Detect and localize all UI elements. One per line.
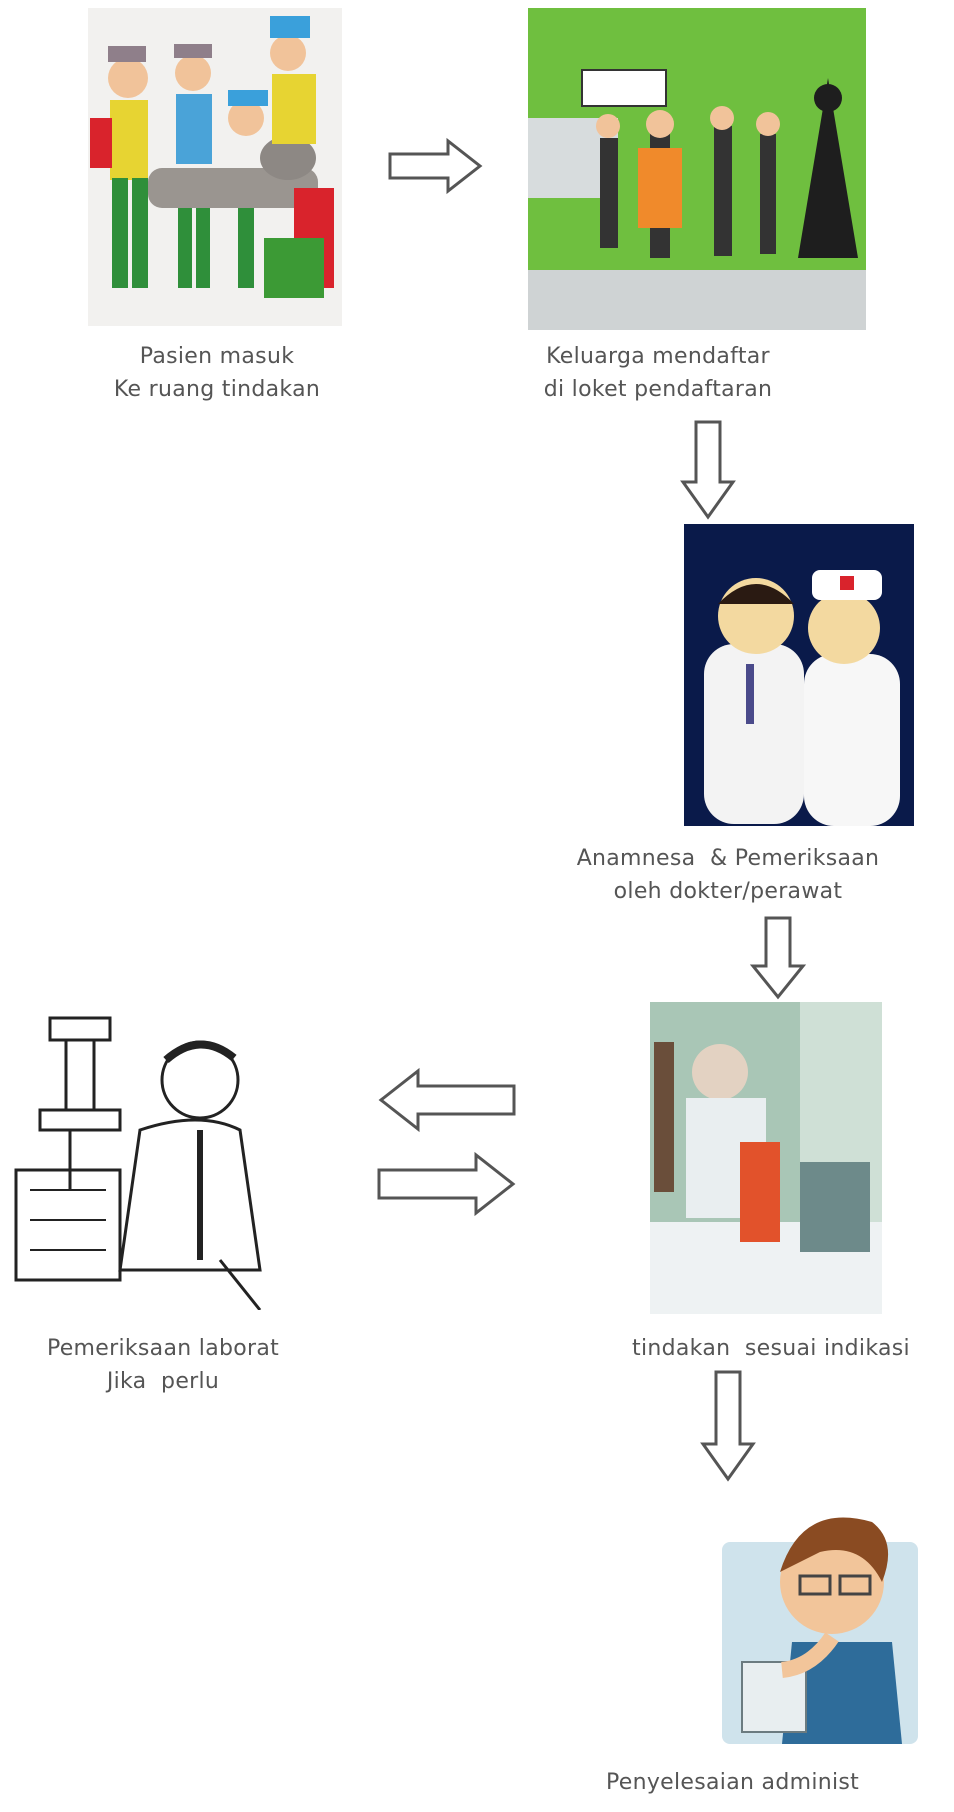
lab-microscope-sketch-image [10, 1010, 270, 1310]
step-caption-register: Keluarga mendaftar di loket pendaftaran [468, 340, 848, 406]
caption-line-1: Pemeriksaan laborat [46, 1336, 280, 1361]
arrow-right-lab-to-action [377, 1151, 516, 1217]
caption-line-1: Pasien masuk [139, 344, 295, 369]
arrow-down-register-to-exam [680, 420, 736, 520]
step-caption-action: tindakan sesuai indikasi [590, 1332, 952, 1365]
caption-line-1: Anamnesa & Pemeriksaan [576, 846, 880, 871]
caption-line-1: tindakan sesuai indikasi [632, 1336, 910, 1361]
step-caption-exam: Anamnesa & Pemeriksaan oleh dokter/peraw… [508, 842, 948, 908]
caption-line-1: Penyelesaian administ [606, 1770, 860, 1795]
arrow-left-action-to-lab [378, 1067, 516, 1133]
registration-queue-image [528, 8, 866, 330]
caption-line-2: Jika perlu [106, 1369, 220, 1394]
administration-worker-image [722, 1492, 918, 1744]
step-caption-admin: Penyelesaian administ [606, 1766, 954, 1799]
caption-line-2: oleh dokter/perawat [613, 879, 843, 904]
emergency-room-image [650, 1002, 882, 1314]
arrow-down-exam-to-action [749, 916, 807, 1000]
step-caption-lab: Pemeriksaan laborat Jika perlu [4, 1332, 322, 1398]
caption-line-2: di loket pendaftaran [543, 377, 773, 402]
caption-line-2: Ke ruang tindakan [113, 377, 321, 402]
step-caption-patient: Pasien masuk Ke ruang tindakan [82, 340, 352, 406]
arrow-right-patient-to-register [388, 137, 483, 195]
caption-line-1: Keluarga mendaftar [546, 344, 770, 369]
patient-stretcher-image [88, 8, 342, 326]
doctor-nurse-dolls-image [684, 524, 914, 826]
arrow-down-action-to-admin [700, 1370, 756, 1482]
